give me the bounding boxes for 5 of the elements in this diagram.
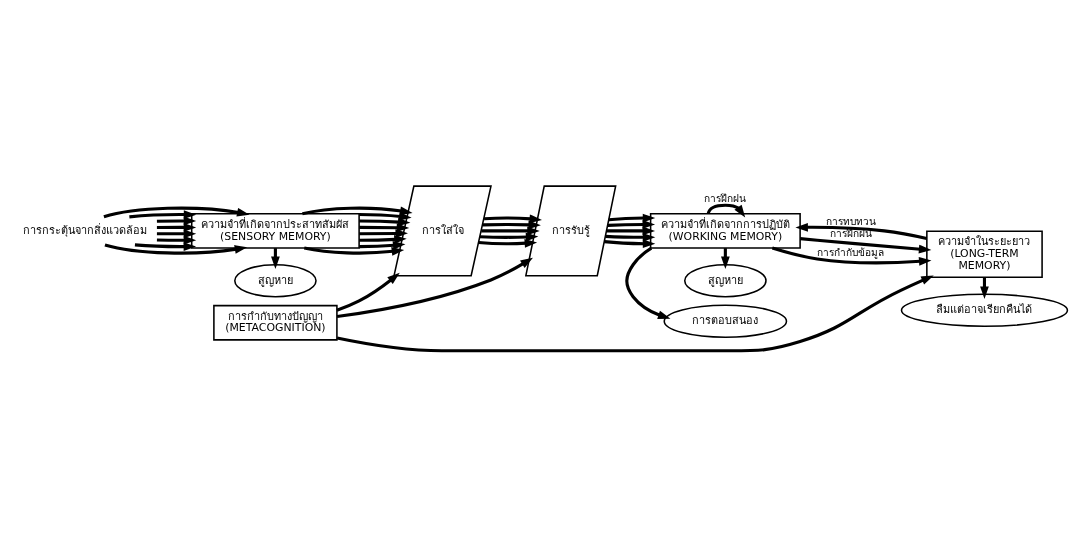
node-text: การกระตุ้นจากสิ่งแวดล้อม [23, 223, 148, 237]
edge-label: การทบทวน [825, 215, 876, 227]
edge-label: การกำกับข้อมูล [817, 246, 885, 258]
edge-label: การฝึกฝน [704, 192, 747, 204]
edge-label: การฝึกฝน [829, 227, 872, 239]
